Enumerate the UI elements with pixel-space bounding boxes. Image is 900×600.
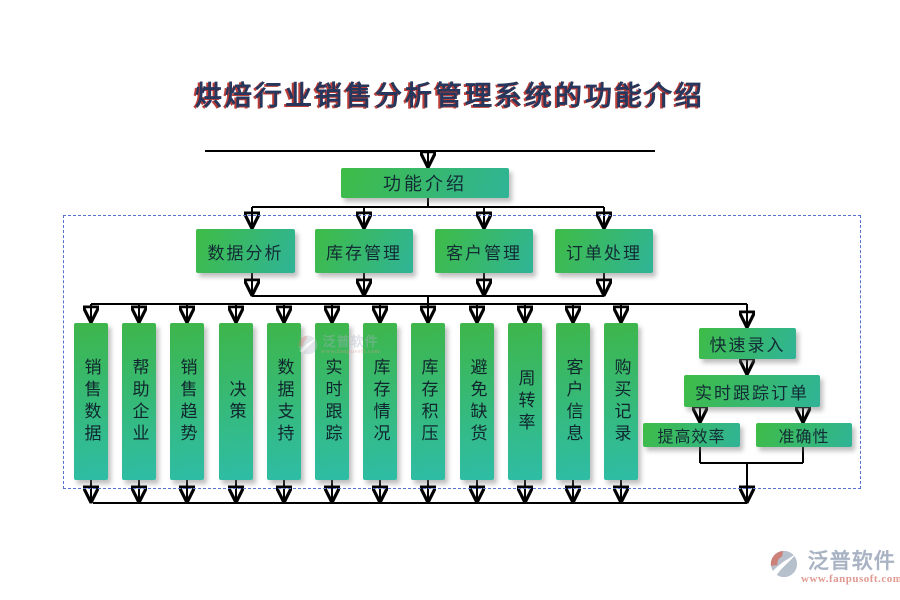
- node-data-support: 数据支持: [267, 323, 301, 480]
- node-inventory-backlog-label: 库存积压: [418, 357, 438, 446]
- node-decision-label: 决策: [226, 379, 246, 424]
- node-help-enterprise-label: 帮助企业: [129, 357, 149, 446]
- node-sales-trend-label: 销售趋势: [177, 357, 197, 446]
- diagram-title: 烘焙行业销售分析管理系统的功能介绍: [195, 81, 705, 111]
- fanpu-url-text: www.fanpusoft.com: [321, 349, 381, 356]
- node-customer-management: 客户管理: [435, 229, 533, 273]
- node-order-processing: 订单处理: [555, 229, 653, 273]
- dashed-boundary: [63, 215, 861, 489]
- node-improve-efficiency: 提高效率: [643, 423, 740, 447]
- node-quick-entry: 快速录入: [699, 328, 796, 359]
- node-data-analysis: 数据分析: [196, 229, 295, 273]
- node-inventory-management: 库存管理: [315, 229, 413, 273]
- node-realtime-order-tracking: 实时跟踪订单: [684, 375, 820, 407]
- node-purchase-records-label: 购买记录: [611, 357, 631, 446]
- node-accuracy: 准确性: [756, 423, 852, 447]
- node-decision: 决策: [219, 323, 253, 480]
- node-function-intro: 功能介绍: [341, 168, 509, 198]
- node-sales-data: 销售数据: [74, 323, 108, 480]
- fanpu-brand-text: 泛普软件: [322, 334, 379, 349]
- fanpu-logo-icon: [298, 335, 318, 355]
- node-turnover-rate-label: 周转率: [515, 368, 535, 435]
- node-purchase-records: 购买记录: [604, 323, 638, 480]
- node-inventory-backlog: 库存积压: [411, 323, 445, 480]
- node-sales-trend: 销售趋势: [170, 323, 204, 480]
- node-data-support-label: 数据支持: [274, 357, 294, 446]
- fanpu-url-text: www.fanpusoft.com: [801, 573, 900, 586]
- node-turnover-rate: 周转率: [508, 323, 542, 480]
- fanpu-watermark-center: 泛普软件 www.fanpusoft.com: [298, 334, 381, 356]
- node-realtime-tracking: 实时跟踪: [315, 323, 349, 480]
- node-inventory-status-label: 库存情况: [370, 357, 390, 446]
- node-avoid-stockout-label: 避免缺货: [467, 357, 487, 446]
- node-customer-info: 客户信息: [556, 323, 590, 480]
- fanpu-brand-text: 泛普软件: [807, 549, 896, 573]
- fanpu-watermark-corner: 泛普软件 www.fanpusoft.com: [770, 549, 900, 586]
- node-avoid-stockout: 避免缺货: [460, 323, 494, 480]
- node-realtime-tracking-label: 实时跟踪: [322, 357, 342, 446]
- node-customer-info-label: 客户信息: [563, 357, 583, 446]
- node-help-enterprise: 帮助企业: [122, 323, 156, 480]
- node-inventory-status: 库存情况: [363, 323, 397, 480]
- node-sales-data-label: 销售数据: [81, 357, 101, 446]
- fanpu-logo-icon: [770, 550, 798, 578]
